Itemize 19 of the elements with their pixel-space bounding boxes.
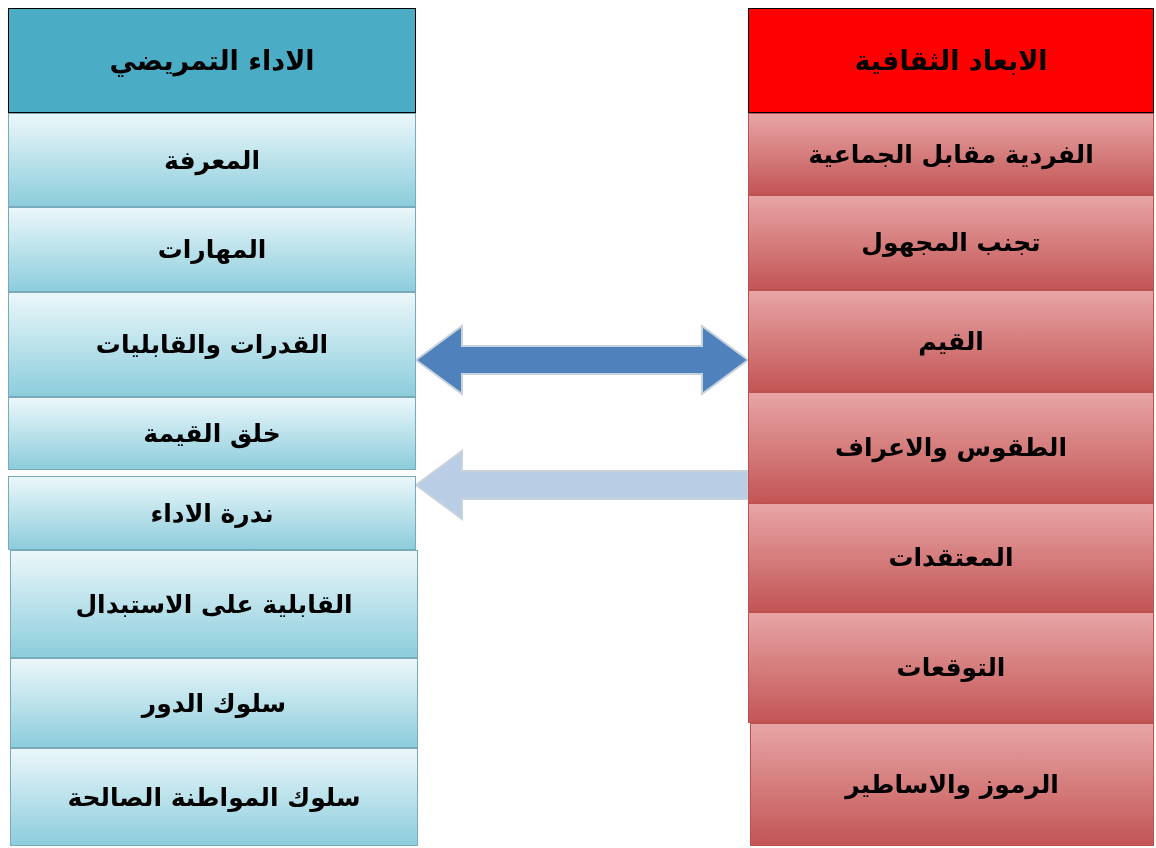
item-box: المعتقدات: [748, 503, 1154, 612]
header-box: الاداء التمريضي: [8, 8, 416, 113]
block-arrow: [414, 449, 749, 521]
item-box: تجنب المجهول: [748, 195, 1154, 290]
item-box: ندرة الاداء: [8, 476, 416, 550]
item-box: القدرات والقابليات: [8, 292, 416, 397]
item-box: سلوك الدور: [10, 658, 418, 748]
item-box: التوقعات: [748, 612, 1154, 723]
item-box: القابلية على الاستبدال: [10, 550, 418, 658]
block-arrow: [414, 324, 750, 396]
item-box: الرموز والاساطير: [750, 723, 1154, 846]
item-box: الفردية مقابل الجماعية: [748, 113, 1154, 195]
item-box: الطقوس والاعراف: [748, 392, 1154, 503]
item-box: القيم: [748, 290, 1154, 392]
item-box: خلق القيمة: [8, 397, 416, 470]
item-box: المعرفة: [8, 113, 416, 207]
item-box: سلوك المواطنة الصالحة: [10, 748, 418, 846]
item-box: المهارات: [8, 207, 416, 292]
header-box: الابعاد الثقافية: [748, 8, 1154, 113]
